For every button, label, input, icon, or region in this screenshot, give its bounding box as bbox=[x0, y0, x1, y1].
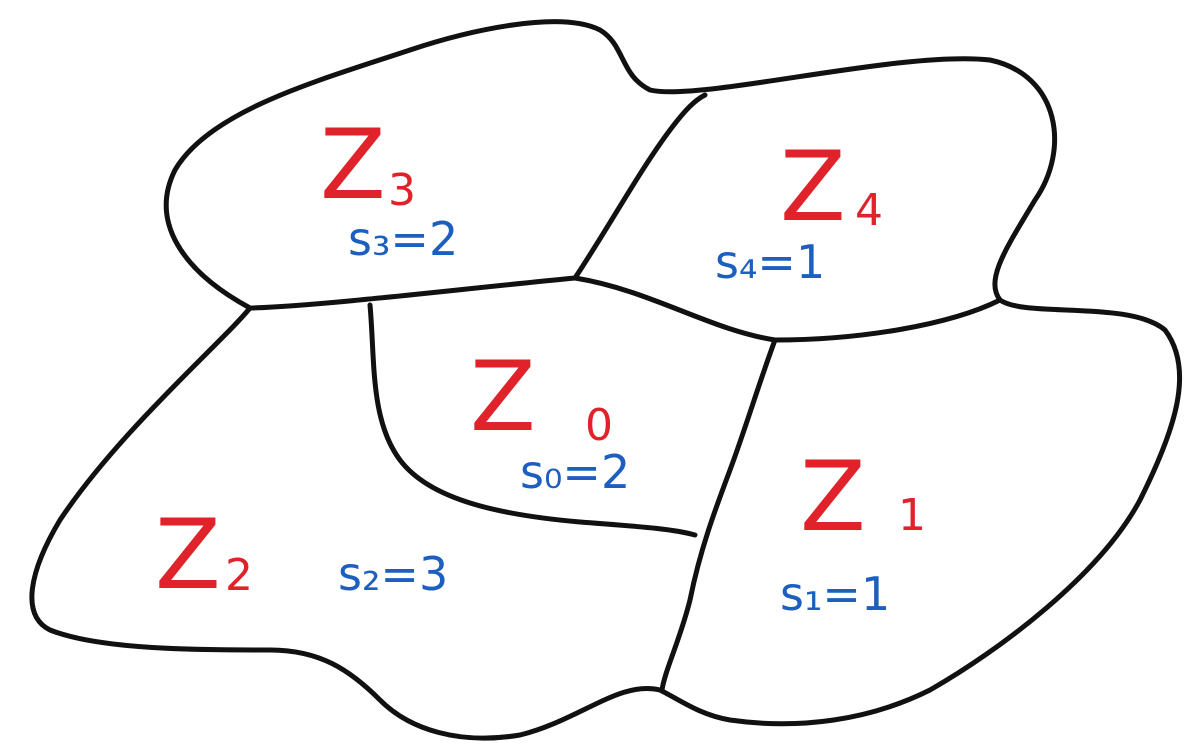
region-z3-letter: Z bbox=[320, 109, 386, 221]
region-z3-stat: s₃=2 bbox=[348, 212, 458, 266]
region-z4-stat: s₄=1 bbox=[715, 235, 825, 289]
region-z2-stat: s₂=3 bbox=[338, 547, 448, 601]
divider-z3-z0-top bbox=[249, 275, 578, 311]
divider-z3-z4 bbox=[572, 92, 708, 281]
region-z0: Z 0 s₀=2 bbox=[470, 341, 630, 499]
region-z0-letter: Z bbox=[470, 341, 536, 453]
region-z2: Z 2 s₂=3 bbox=[155, 499, 448, 611]
divider-z0-z1-vertical bbox=[659, 337, 778, 693]
divider-z0-z2-left bbox=[367, 302, 698, 538]
region-z0-subscript: 0 bbox=[585, 400, 613, 451]
region-z3-subscript: 3 bbox=[388, 165, 416, 216]
region-z1-letter: Z bbox=[800, 441, 866, 553]
region-z2-subscript: 2 bbox=[225, 550, 253, 601]
region-z4-letter: Z bbox=[780, 131, 846, 243]
region-z3: Z 3 s₃=2 bbox=[320, 109, 458, 266]
region-z0-stat: s₀=2 bbox=[520, 445, 630, 499]
region-z2-letter: Z bbox=[155, 499, 221, 611]
region-z1: Z 1 s₁=1 bbox=[780, 441, 926, 621]
region-z4: Z 4 s₄=1 bbox=[715, 131, 883, 289]
region-z4-subscript: 4 bbox=[855, 185, 883, 236]
region-z1-stat: s₁=1 bbox=[780, 567, 890, 621]
outer-boundary bbox=[29, 19, 1183, 741]
region-z1-subscript: 1 bbox=[898, 490, 926, 541]
